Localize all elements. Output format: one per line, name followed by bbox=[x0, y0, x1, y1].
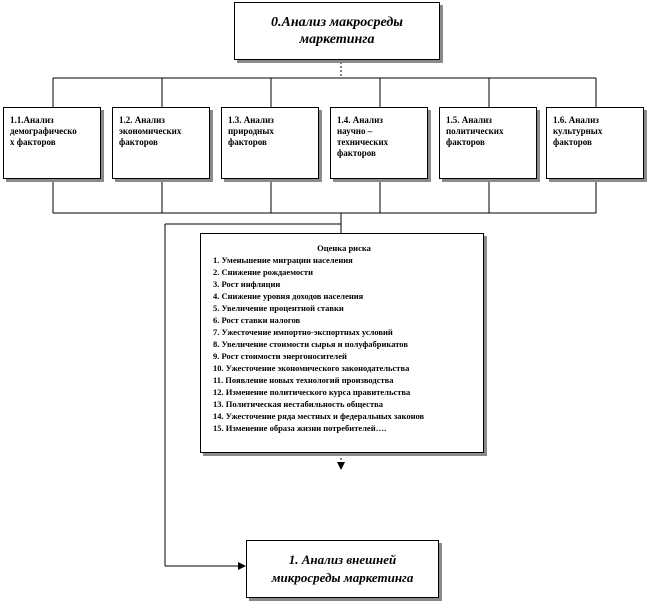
box-line: 1.3. Анализ bbox=[228, 115, 274, 125]
macro-analysis-box: 0.Анализ макросреды маркетинга bbox=[234, 2, 440, 60]
bottom-box-line2: микросреды маркетинга bbox=[271, 570, 414, 585]
demographic-factors-box: 1.1.Анализ демографическо х факторов bbox=[3, 107, 101, 179]
risk-item: 3. Рост инфляции bbox=[213, 279, 281, 289]
risk-item: 9. Рост стоимости энергоносителей bbox=[213, 351, 347, 361]
top-box-line1: 0.Анализ макросреды bbox=[271, 15, 403, 30]
box-line: 1.5. Анализ bbox=[446, 115, 492, 125]
box-line: 1.1.Анализ bbox=[10, 115, 54, 125]
box-line: факторов bbox=[553, 137, 592, 147]
natural-factors-box: 1.3. Анализ природных факторов bbox=[221, 107, 319, 179]
risk-title: Оценка риска bbox=[317, 243, 371, 253]
risk-item: 10. Ужесточение экономического законодат… bbox=[213, 363, 410, 373]
arrow-head-risk bbox=[337, 462, 345, 470]
box-line: 1.2. Анализ bbox=[119, 115, 165, 125]
box-line: технических bbox=[337, 137, 389, 147]
political-factors-box: 1.5. Анализ политических факторов bbox=[439, 107, 537, 179]
risk-item: 5. Увеличение процентной ставки bbox=[213, 303, 344, 313]
risk-item: 15. Изменение образа жизни потребителей…… bbox=[213, 423, 387, 433]
risk-item: 6. Рост ставки налогов bbox=[213, 315, 301, 325]
risk-item: 1. Уменьшение миграции населения bbox=[213, 255, 353, 265]
box-line: природных bbox=[228, 126, 274, 136]
cultural-factors-box: 1.6. Анализ культурных факторов bbox=[546, 107, 644, 179]
economic-factors-box: 1.2. Анализ экономических факторов bbox=[112, 107, 210, 179]
box-line: факторов bbox=[119, 137, 158, 147]
box-line: экономических bbox=[119, 126, 182, 136]
risk-item: 8. Увеличение стоимости сырья и полуфабр… bbox=[213, 339, 408, 349]
box-line: факторов bbox=[337, 148, 376, 158]
top-box-line2: маркетинга bbox=[299, 32, 375, 47]
arrow-head-bottom bbox=[238, 562, 246, 570]
box-line: факторов bbox=[228, 137, 267, 147]
scientific-technical-factors-box: 1.4. Анализ научно – технических факторо… bbox=[330, 107, 428, 179]
box-line: 1.4. Анализ bbox=[337, 115, 383, 125]
risk-item: 4. Снижение уровня доходов населения bbox=[213, 291, 364, 301]
risk-assessment-box: Оценка риска 1. Уменьшение миграции насе… bbox=[200, 233, 484, 453]
box-line: х факторов bbox=[10, 137, 56, 147]
box-line: 1.6. Анализ bbox=[553, 115, 599, 125]
box-line: демографическо bbox=[10, 126, 77, 136]
risk-item: 11. Появление новых технологий производс… bbox=[213, 375, 394, 385]
box-line: культурных bbox=[553, 126, 603, 136]
risk-list: 1. Уменьшение миграции населения 2. Сниж… bbox=[213, 254, 475, 434]
box-line: факторов bbox=[446, 137, 485, 147]
risk-item: 14. Ужесточение ряда местных и федеральн… bbox=[213, 411, 425, 421]
box-line: политических bbox=[446, 126, 504, 136]
risk-item: 13. Политическая нестабильность общества bbox=[213, 399, 383, 409]
risk-item: 12. Изменение политического курса правит… bbox=[213, 387, 411, 397]
risk-item: 7. Ужесточение импортно-экспортных услов… bbox=[213, 327, 393, 337]
bottom-box-line1: 1. Анализ внешней bbox=[288, 552, 397, 567]
box-line: научно – bbox=[337, 126, 373, 136]
external-microenvironment-box: 1. Анализ внешней микросреды маркетинга bbox=[246, 540, 439, 598]
risk-item: 2. Снижение рождаемости bbox=[213, 267, 313, 277]
